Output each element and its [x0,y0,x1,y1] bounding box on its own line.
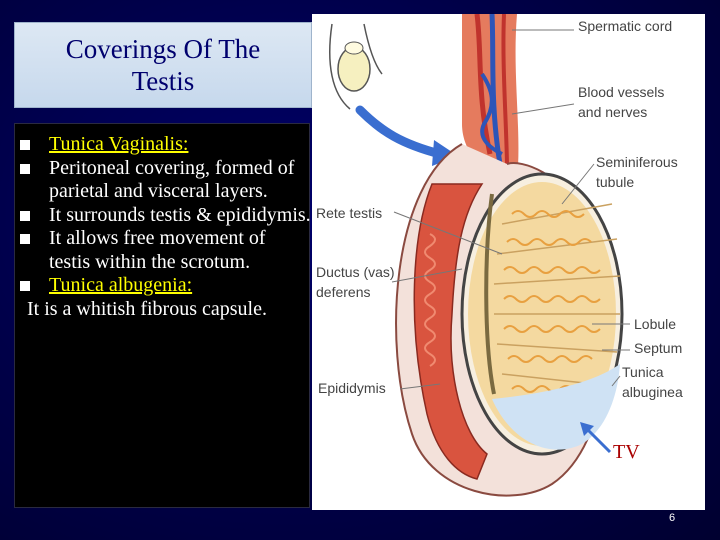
label-seminiferous-1: Seminiferous [596,154,678,170]
label-seminiferous-2: tubule [596,174,635,190]
label-epididymis: Epididymis [318,380,386,396]
bullet-text: Peritoneal covering, formed of parietal … [49,156,295,203]
bullet-marker-icon [20,234,30,244]
bullet-marker-icon [20,140,30,150]
label-tunica-2: albuginea [622,384,683,400]
bullet-tunica-vaginalis: Tunica Vaginalis: [15,133,311,157]
label-ductus-2: deferens [316,284,371,300]
page-number: 6 [669,512,676,524]
bullet-marker-icon [20,210,30,221]
label-septum: Septum [634,340,683,356]
capsule-description: It is a whitish fibrous capsule. [27,297,267,320]
label-tunica-1: Tunica [622,364,664,380]
title-box: Coverings Of The Testis [14,22,312,108]
label-blood-vessels-2: and nerves [578,104,648,120]
bullet-list: Tunica Vaginalis: Peritoneal covering, f… [15,133,311,321]
slide-title: Coverings Of The Testis [65,34,261,96]
bullet-text: Tunica Vaginalis: [49,133,189,155]
bullet-free-movement: It allows free movement of testis within… [15,227,311,274]
bullet-marker-icon [20,163,30,174]
bullet-marker-icon [20,281,30,291]
bullet-peritoneal: Peritoneal covering, formed of parietal … [15,157,311,204]
bullet-tunica-albugenia: Tunica albugenia: [15,274,311,298]
label-blood-vessels-1: Blood vessels [578,84,665,100]
label-lobule: Lobule [634,316,677,332]
label-spermatic-cord: Spermatic cord [578,18,673,34]
bullet-panel: Tunica Vaginalis: Peritoneal covering, f… [14,123,311,508]
tv-arrow-icon [580,422,612,454]
bullet-text: It allows free movement of testis within… [49,227,266,273]
bullet-text: It surrounds testis & epididymis. [49,203,311,226]
testis-diagram: Spermatic cord Blood vessels and nerves … [312,13,705,510]
bullet-surrounds: It surrounds testis & epididymis. [15,204,311,228]
label-rete-testis: Rete testis [316,205,383,221]
label-ductus-1: Ductus (vas) [316,264,395,280]
testis-illustration [329,13,630,497]
bullet-text: Tunica albugenia: [49,274,193,296]
tv-label: TV [613,441,640,463]
